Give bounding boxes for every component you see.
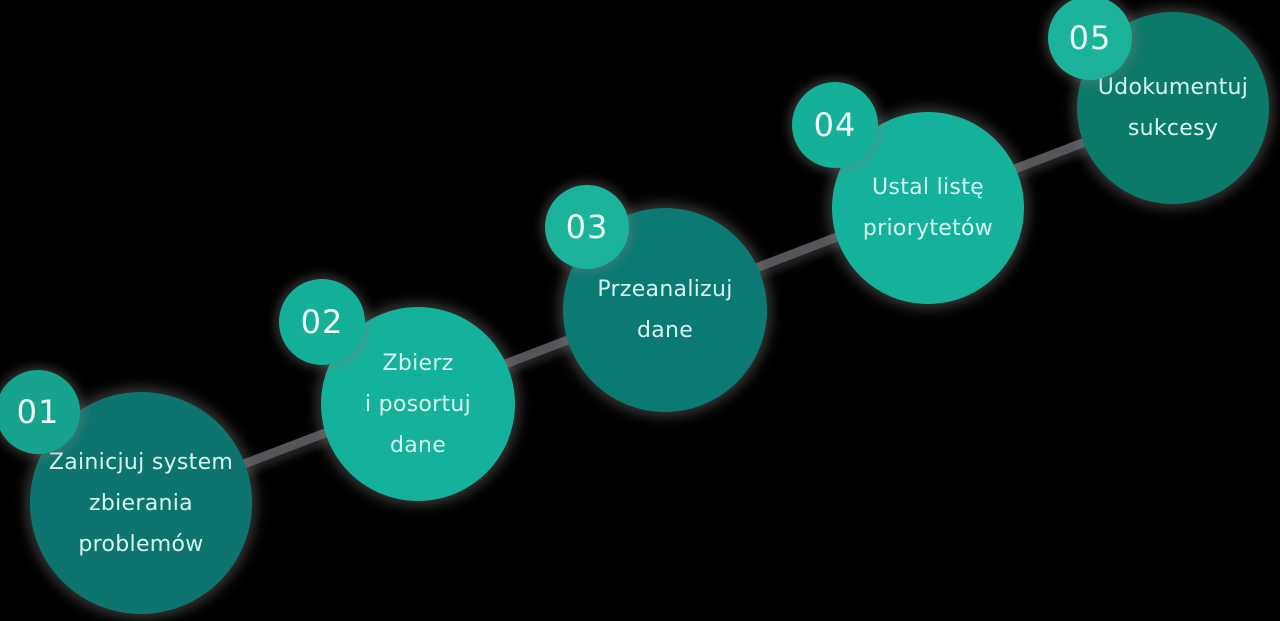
step-4-label: Ustal listę priorytetów <box>863 167 993 249</box>
step-2-label: Zbierz i posortuj dane <box>365 343 471 466</box>
step-2-number: 02 <box>300 303 344 341</box>
step-3-number-badge: 03 <box>545 185 629 269</box>
step-1-label-line: problemów <box>78 531 204 557</box>
step-1-number: 01 <box>16 393 60 431</box>
step-5-number: 05 <box>1068 19 1112 57</box>
step-1-bubble: Zainicjuj system zbierania problemów <box>30 392 252 614</box>
step-3-label-line: dane <box>636 318 694 343</box>
step-5-number-badge: 05 <box>1048 0 1132 80</box>
step-1-label: Zainicjuj system zbierania problemów <box>49 442 233 565</box>
step-5-label-line: sukcesy <box>1127 116 1219 141</box>
step-5-label-line: Udokumentuj <box>1097 75 1249 100</box>
step-5-label: Udokumentuj sukcesy <box>1098 67 1248 149</box>
step-2-label-line: i posortuj <box>364 391 472 417</box>
step-4-number-badge: 04 <box>792 82 878 168</box>
step-1-label-line: Zainicjuj system <box>48 449 234 475</box>
step-4-label-line: priorytetów <box>862 216 994 241</box>
step-3-label-line: Przeanalizuj <box>597 277 733 302</box>
step-4-number: 04 <box>813 106 857 144</box>
step-3-number: 03 <box>565 208 609 246</box>
step-2-number-badge: 02 <box>279 279 365 365</box>
step-3-label: Przeanalizuj dane <box>597 269 732 351</box>
step-1-number-badge: 01 <box>0 370 80 454</box>
step-2-label-line: dane <box>389 432 447 458</box>
step-2-label-line: Zbierz <box>382 350 454 376</box>
step-1-label-line: zbierania <box>89 490 193 516</box>
step-4-label-line: Ustal listę <box>872 175 984 200</box>
